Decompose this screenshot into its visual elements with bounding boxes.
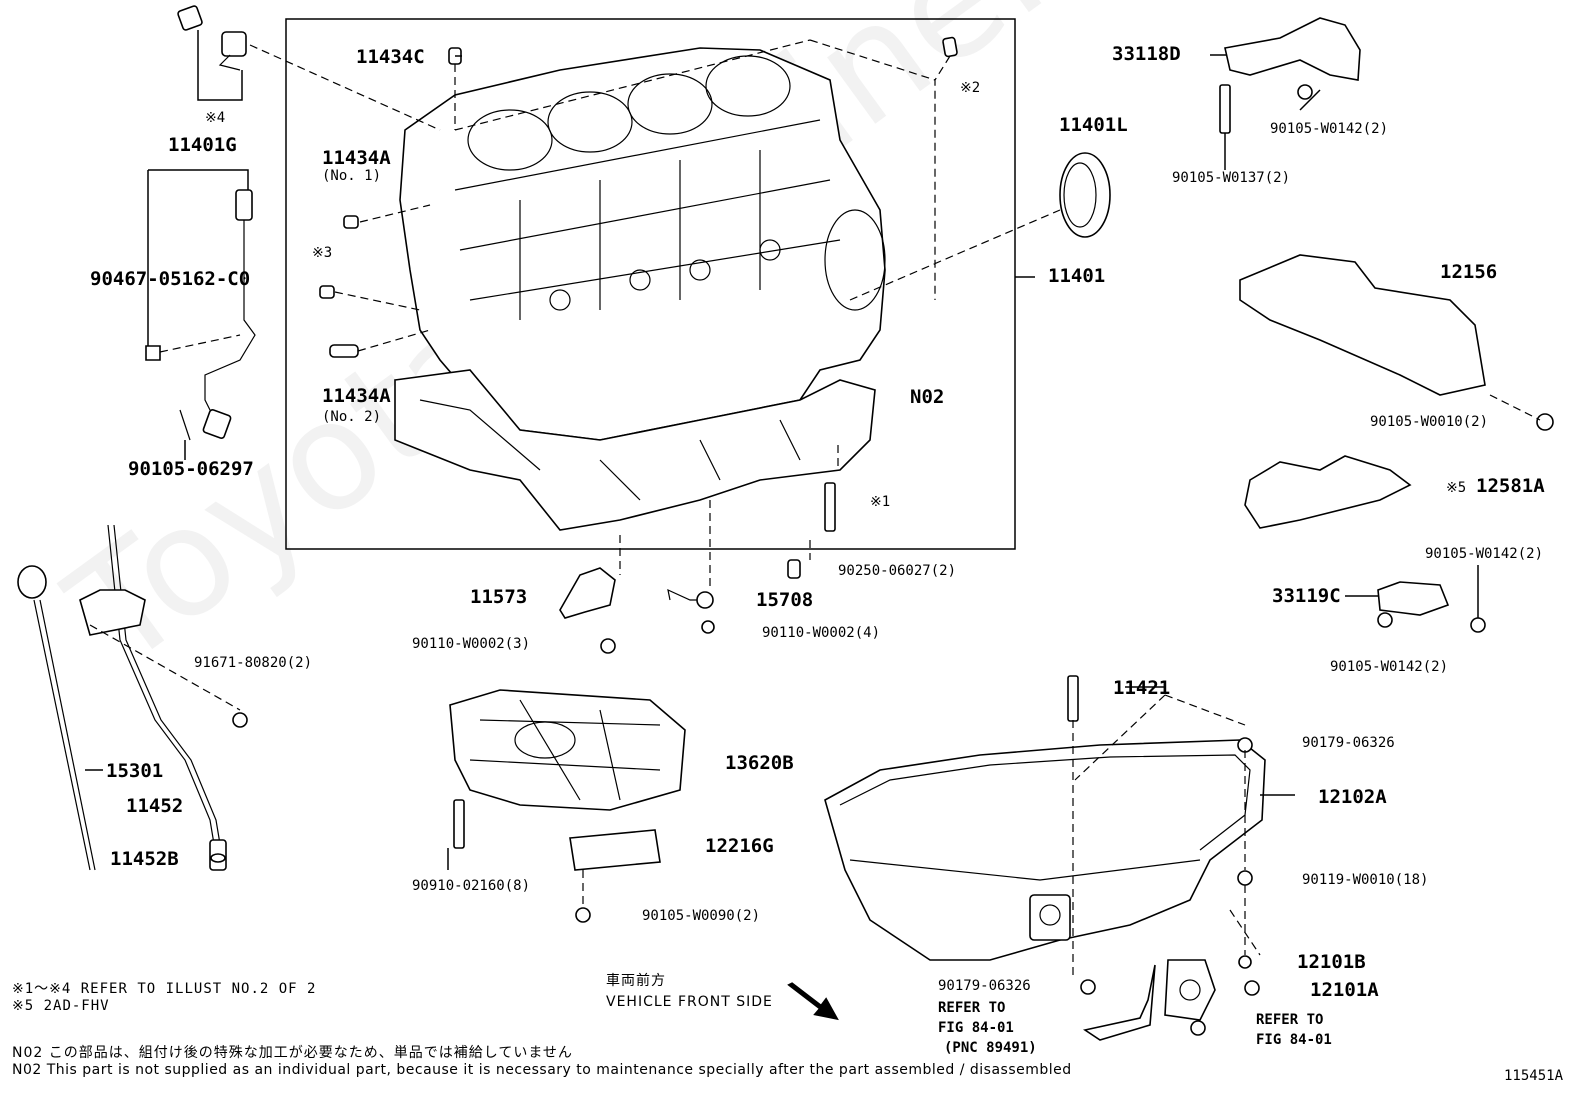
label-91671: 91671-80820(2) <box>194 655 313 671</box>
label-90910: 90910-02160(8) <box>412 878 531 894</box>
knock-sensor-drawing <box>177 5 441 131</box>
label-90119: 90119-W0010(18) <box>1302 872 1429 888</box>
plug-12101A <box>1244 980 1260 996</box>
label-11401: 11401 <box>1048 265 1106 287</box>
cover-12156 <box>1239 254 1486 396</box>
label-90105-06297: 90105-06297 <box>128 458 254 480</box>
label-90467: 90467-05162-C0 <box>90 268 251 290</box>
bolt-90105W0090 <box>575 907 591 923</box>
label-refer-left-1: REFER TO <box>938 1000 1006 1016</box>
label-90110-W0002-4: 90110-W0002(4) <box>762 625 881 641</box>
label-12101B: 12101B <box>1297 951 1366 973</box>
label-11401L: 11401L <box>1059 114 1128 136</box>
insulator-12581A <box>1244 455 1412 529</box>
cylinder-block-drawing <box>399 47 886 441</box>
label-90105-W0142-b: 90105-W0142(2) <box>1425 546 1544 562</box>
label-90105-W0010: 90105-W0010(2) <box>1370 414 1489 430</box>
label-90179-a: 90179-06326 <box>1302 735 1395 751</box>
bracket-33119C <box>1377 581 1450 616</box>
pin-3 <box>319 285 335 299</box>
bolt-1 <box>824 482 836 532</box>
note-refer-illust: ※1～※4 REFER TO ILLUST NO.2 OF 2 <box>12 981 317 997</box>
label-11434A-1: 11434A <box>322 147 391 169</box>
label-11573: 11573 <box>470 586 528 608</box>
bolt-90119 <box>1237 870 1253 886</box>
label-90105-W0142-a: 90105-W0142(2) <box>1270 121 1389 137</box>
label-13620B: 13620B <box>725 752 794 774</box>
dowel-2 <box>942 36 958 58</box>
pin-11434A-1 <box>343 215 359 229</box>
label-90250: 90250-06027(2) <box>838 563 957 579</box>
label-15708: 15708 <box>756 589 814 611</box>
label-mark-3: ※3 <box>312 245 333 261</box>
bracket-33118D <box>1219 17 1361 134</box>
bracket-11573 <box>559 567 616 619</box>
engine-block-frame <box>285 18 1016 550</box>
wire-harness-11401G <box>145 169 256 460</box>
stud-11421 <box>1067 675 1079 722</box>
label-11434A-2-sub: (No. 2) <box>322 409 382 425</box>
label-12101A: 12101A <box>1310 979 1379 1001</box>
pin-90250 <box>787 559 801 579</box>
nut-90179-b <box>1080 979 1096 995</box>
label-refer-left-3: (PNC 89491) <box>944 1040 1037 1056</box>
bolt-90105W0142-c <box>1377 612 1393 628</box>
label-90179-b: 90179-06326 <box>938 978 1031 994</box>
note-n02-jp: N02 この部品は、組付け後の特殊な加工が必要なため、単品では補給していません <box>12 1045 573 1061</box>
note-engine-code: ※5 2AD-FHV <box>12 998 110 1014</box>
note-front-jp: 車両前方 <box>606 973 666 989</box>
label-11452B: 11452B <box>110 848 179 870</box>
label-12581A: 12581A <box>1476 475 1545 497</box>
crankcase-drawing <box>394 369 876 531</box>
label-12216G: 12216G <box>705 835 774 857</box>
baffle-12216G <box>569 829 661 871</box>
oil-seal-11401L <box>1059 152 1111 238</box>
note-front-en: VEHICLE FRONT SIDE <box>606 994 773 1010</box>
label-90105-W0090: 90105-W0090(2) <box>642 908 761 924</box>
label-refer-right-1: REFER TO <box>1256 1012 1324 1028</box>
label-11434C: 11434C <box>356 46 425 68</box>
label-11401G: 11401G <box>168 134 237 156</box>
label-mark-2: ※2 <box>960 80 981 96</box>
label-11421: 11421 <box>1113 677 1171 699</box>
note-n02-en: N02 This part is not supplied as an indi… <box>12 1062 1072 1078</box>
label-90110-W0002-3: 90110-W0002(3) <box>412 636 531 652</box>
label-mark-1: ※1 <box>870 494 891 510</box>
bolt-90110-a <box>600 638 616 654</box>
label-refer-left-2: FIG 84-01 <box>938 1020 1014 1036</box>
pin-11434A-2 <box>329 344 359 358</box>
bolt-90105W0010 <box>1536 413 1554 431</box>
label-11434A-2: 11434A <box>322 385 391 407</box>
label-33119C: 33119C <box>1272 585 1341 607</box>
label-mark-5: ※5 <box>1446 480 1467 496</box>
label-33118D: 33118D <box>1112 43 1181 65</box>
dipstick-drawing <box>17 565 103 871</box>
bolt-90910 <box>453 799 465 849</box>
oil-pump-drawing <box>449 689 686 811</box>
diagram-id: 115451A <box>1504 1068 1564 1084</box>
bolt-refer <box>1190 1020 1206 1036</box>
label-90105-W0137: 90105-W0137(2) <box>1172 170 1291 186</box>
label-refer-right-2: FIG 84-01 <box>1256 1032 1332 1048</box>
front-arrow-icon <box>787 982 839 1021</box>
label-11434A-1-sub: (No. 1) <box>322 168 382 184</box>
label-12102A: 12102A <box>1318 786 1387 808</box>
gasket-12101B <box>1238 955 1252 969</box>
label-11452: 11452 <box>126 795 184 817</box>
label-N02: N02 <box>910 386 945 408</box>
dipstick-guide-drawing <box>79 524 248 871</box>
label-90105-W0142-c: 90105-W0142(2) <box>1330 659 1449 675</box>
oil-pan-drawing <box>824 739 1266 1041</box>
label-15301: 15301 <box>106 760 164 782</box>
nut-90179-a <box>1237 737 1253 753</box>
label-mark-4: ※4 <box>205 110 226 126</box>
bolt-90105W0142-b <box>1470 617 1486 633</box>
bolt-90110-b <box>701 620 715 634</box>
label-12156: 12156 <box>1440 261 1498 283</box>
